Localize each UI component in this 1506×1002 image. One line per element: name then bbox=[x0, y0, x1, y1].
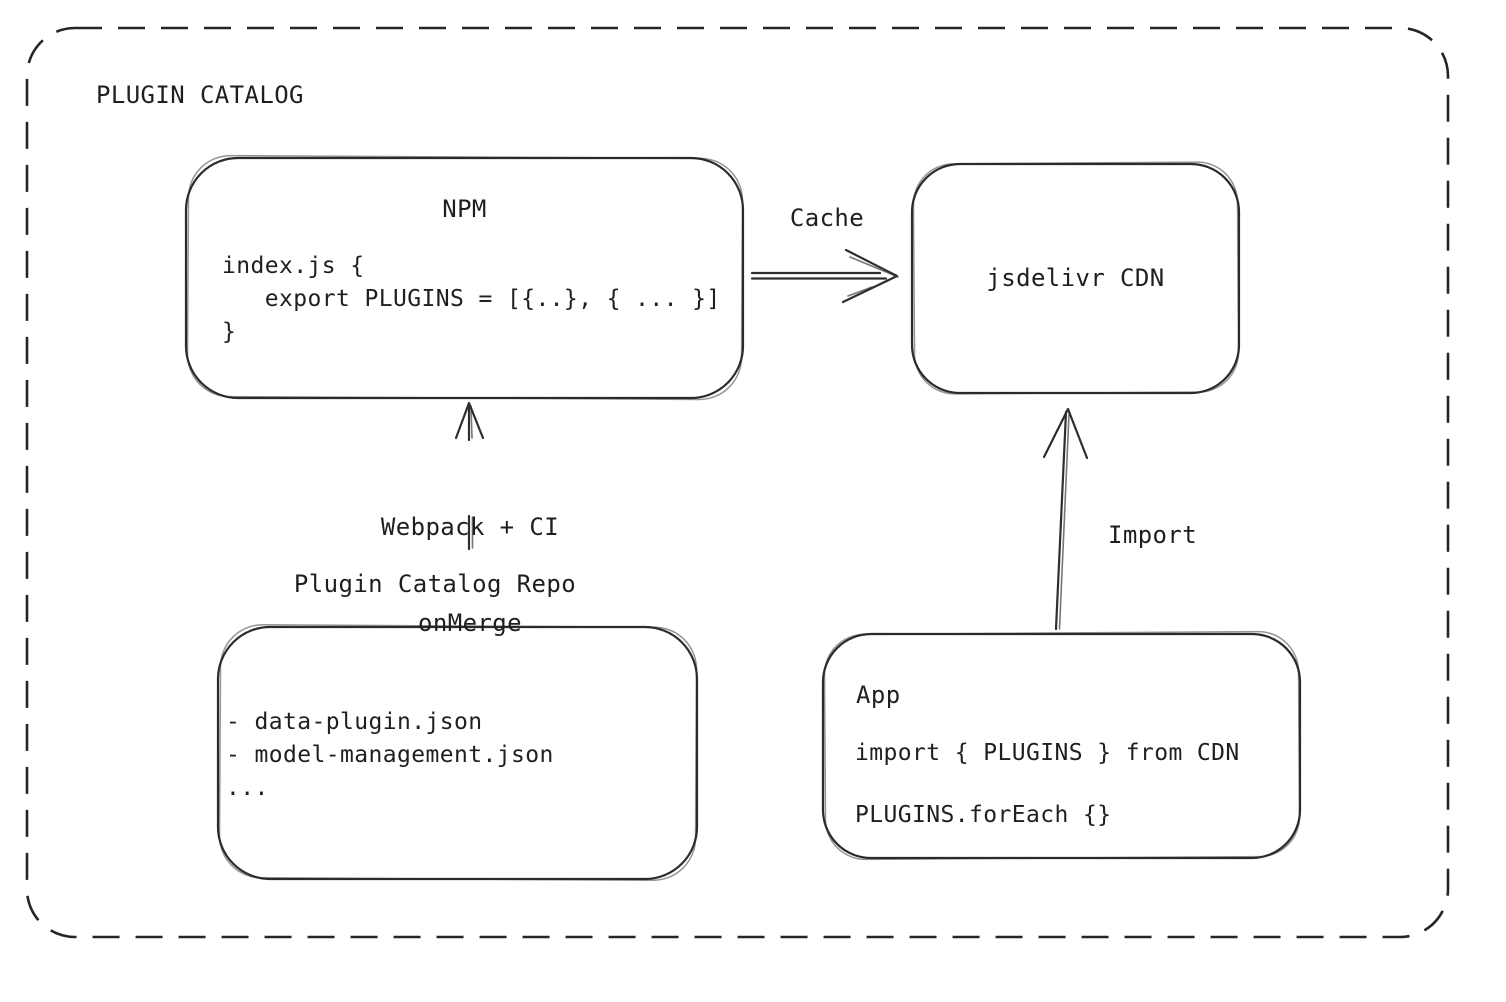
build-arrow-label-line2: onMerge bbox=[418, 609, 522, 637]
import-arrow bbox=[1042, 407, 1089, 631]
cdn-title: jsdelivr CDN bbox=[986, 264, 1165, 292]
cache-arrow-label: Cache bbox=[789, 204, 865, 232]
app-box bbox=[821, 630, 1302, 861]
npm-code: index.js { export PLUGINS = [{..}, { ...… bbox=[222, 253, 721, 345]
plugin-catalog-frame bbox=[25, 26, 1450, 939]
npm-box bbox=[184, 154, 745, 401]
build-arrow-label: Webpack + CI onMerge bbox=[340, 447, 600, 703]
diagram-title: PLUGIN CATALOG bbox=[96, 81, 304, 109]
cdn-box bbox=[910, 161, 1241, 395]
import-arrow-label: Import bbox=[1108, 521, 1198, 549]
app-title: App bbox=[856, 681, 901, 709]
app-foreach-line: PLUGINS.forEach {} bbox=[855, 802, 1112, 828]
build-arrow bbox=[454, 401, 485, 551]
repo-label: Plugin Catalog Repo bbox=[293, 570, 577, 598]
build-arrow-label-line1: Webpack + CI bbox=[380, 513, 560, 541]
npm-title: NPM bbox=[442, 195, 487, 223]
repo-box bbox=[216, 624, 699, 881]
app-import-line: import { PLUGINS } from CDN bbox=[855, 740, 1240, 766]
repo-file-list: - data-plugin.json - model-management.js… bbox=[226, 709, 554, 801]
cache-arrow bbox=[750, 248, 899, 304]
